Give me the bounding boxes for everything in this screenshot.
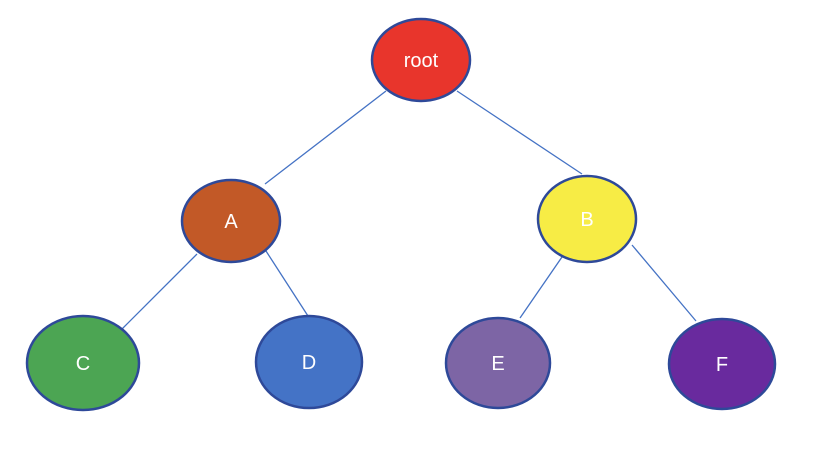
node-D-label: D — [302, 352, 316, 374]
node-root[interactable]: root — [370, 17, 472, 103]
node-root-label: root — [404, 50, 439, 72]
node-D[interactable]: D — [254, 314, 364, 410]
node-C-shape[interactable] — [25, 314, 141, 412]
node-E-shape[interactable] — [444, 316, 552, 410]
node-root-shape[interactable] — [370, 17, 472, 103]
node-C[interactable]: C — [25, 314, 141, 412]
edge-A-C — [121, 253, 198, 330]
node-E[interactable]: E — [444, 316, 552, 410]
edge-A-D — [265, 250, 309, 317]
node-B-label: B — [580, 209, 593, 231]
edge-root-B — [456, 90, 583, 175]
node-A[interactable]: A — [180, 178, 282, 264]
node-A-label: A — [224, 211, 238, 233]
node-B[interactable]: B — [536, 174, 638, 264]
node-F-shape[interactable] — [667, 317, 777, 411]
edge-B-E — [519, 256, 563, 319]
node-C-label: C — [76, 353, 90, 375]
node-F[interactable]: F — [667, 317, 777, 411]
node-F-label: F — [716, 354, 728, 376]
node-E-label: E — [491, 353, 504, 375]
node-B-shape[interactable] — [536, 174, 638, 264]
node-D-shape[interactable] — [254, 314, 364, 410]
edge-root-A — [264, 90, 387, 185]
node-A-shape[interactable] — [180, 178, 282, 264]
edge-B-F — [631, 244, 697, 322]
